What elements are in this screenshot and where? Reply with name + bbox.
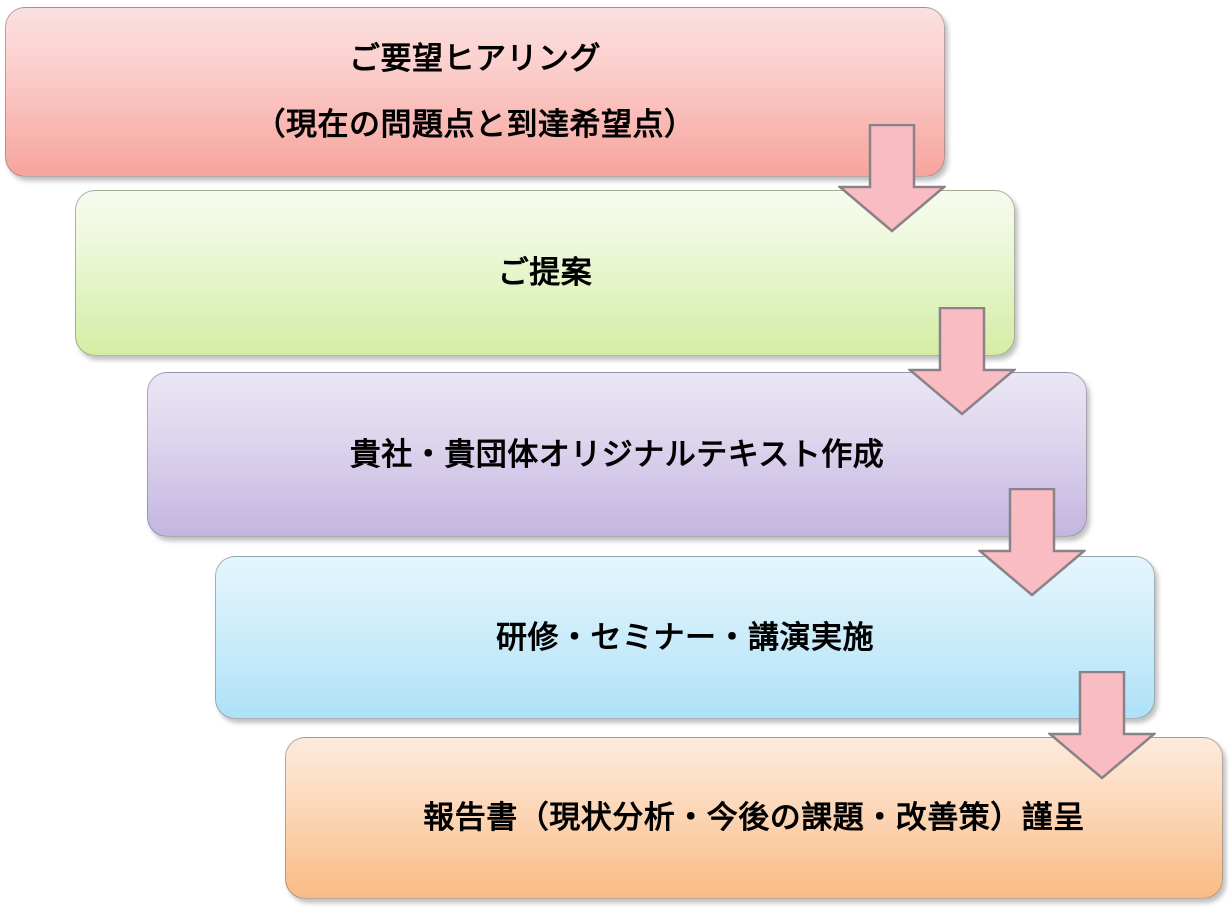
step-label-primary: 研修・セミナー・講演実施 [496,619,874,655]
step-label-primary: 報告書（現状分析・今後の課題・改善策）謹呈 [423,800,1085,836]
step-label-primary: ご要望ヒアリング [349,41,601,77]
step-label-primary: 貴社・貴団体オリジナルテキスト作成 [349,436,885,472]
process-step-requirements-hearing[interactable]: ご要望ヒアリング （現在の問題点と到達希望点） [5,7,945,177]
process-step-training-seminar-lecture[interactable]: 研修・セミナー・講演実施 [215,556,1155,719]
process-step-proposal[interactable]: ご提案 [75,190,1015,356]
process-step-report-submission[interactable]: 報告書（現状分析・今後の課題・改善策）謹呈 [285,737,1223,899]
process-step-original-text-creation[interactable]: 貴社・貴団体オリジナルテキスト作成 [147,372,1087,537]
step-label-secondary: （現在の問題点と到達希望点） [254,107,696,142]
step-label-primary: ご提案 [497,255,593,291]
